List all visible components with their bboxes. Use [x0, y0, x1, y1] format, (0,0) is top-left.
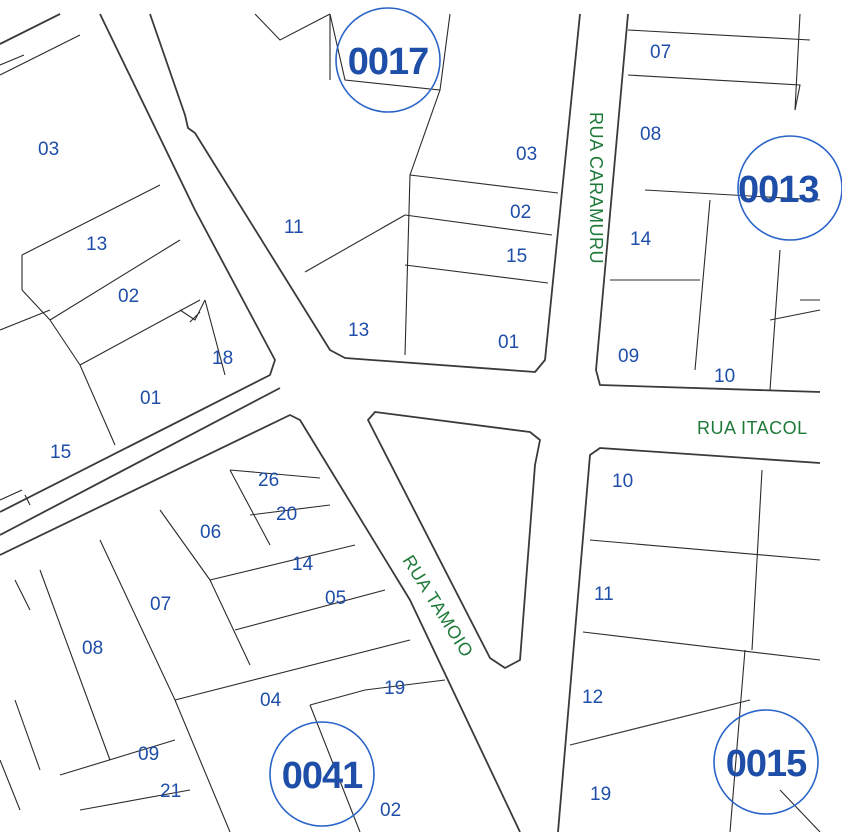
- lot-number: 15: [506, 246, 527, 267]
- block-code: 0041: [282, 755, 363, 797]
- lot-number: 03: [38, 139, 59, 160]
- lot-number: 07: [150, 594, 171, 615]
- block-0013[interactable]: 0013: [737, 135, 842, 241]
- lot-number: 14: [630, 229, 652, 250]
- lot-number: 03: [516, 144, 537, 165]
- lot-number: 11: [284, 217, 304, 238]
- block-circle: [335, 7, 441, 113]
- lot-number: 10: [714, 366, 735, 387]
- block-0041[interactable]: 0041: [269, 721, 375, 827]
- block-circle: [269, 721, 375, 827]
- block-circle: [737, 135, 842, 241]
- lot-number: 26: [258, 470, 279, 491]
- lot-number: 18: [212, 348, 233, 369]
- street-name-tamoio: RUA TAMOIO: [399, 552, 478, 661]
- lot-number: 02: [510, 202, 531, 223]
- street-name-caramuru: RUA CARAMURU: [586, 112, 606, 264]
- block-circle: [713, 709, 819, 815]
- lot-number: 07: [650, 42, 671, 63]
- lot-number: 13: [86, 234, 107, 255]
- lot-number: 19: [384, 678, 405, 699]
- lot-number: 14: [292, 554, 314, 575]
- lot-number: 11: [594, 584, 614, 605]
- lot-number: 19: [590, 784, 611, 805]
- lot-number: 01: [140, 388, 161, 409]
- block-code: 0017: [348, 41, 429, 83]
- block-code: 0015: [726, 743, 807, 785]
- lot-number: 01: [498, 332, 519, 353]
- lot-number: 10: [612, 471, 633, 492]
- block-0015[interactable]: 0015: [713, 709, 819, 815]
- lot-number: 08: [82, 638, 103, 659]
- lot-number: 21: [160, 781, 181, 802]
- lot-number: 06: [200, 522, 221, 543]
- lot-number: 04: [260, 690, 282, 711]
- lot-number: 15: [50, 442, 71, 463]
- lot-number: 12: [582, 687, 603, 708]
- lot-number: 02: [380, 800, 401, 821]
- lot-number: 08: [640, 124, 661, 145]
- lot-number: 09: [618, 346, 639, 367]
- street-name-itacol: RUA ITACOL: [697, 418, 808, 438]
- lot-number: 02: [118, 286, 139, 307]
- street-outlines: [0, 13, 821, 832]
- lot-number: 05: [325, 588, 346, 609]
- lot-number: 09: [138, 744, 159, 765]
- lot-number: 13: [348, 320, 369, 341]
- lot-number: 20: [276, 504, 297, 525]
- block-0017[interactable]: 0017: [335, 7, 441, 113]
- block-code: 0013: [738, 169, 819, 211]
